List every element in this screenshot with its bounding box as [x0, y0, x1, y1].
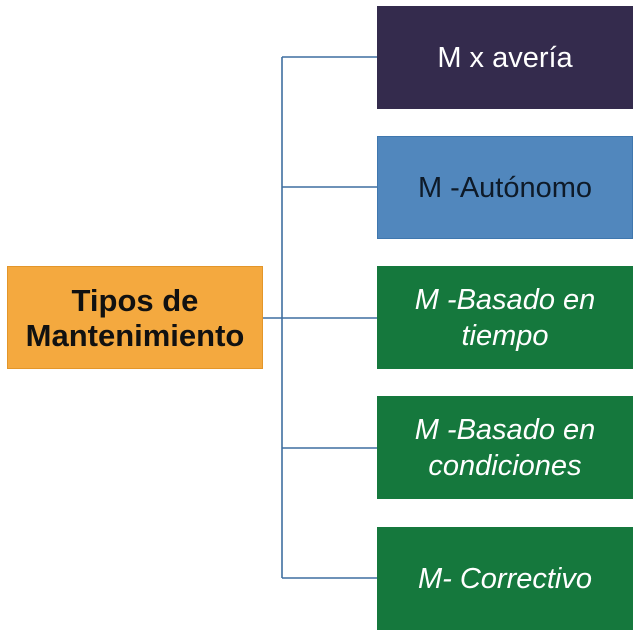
child-node-label: M -Basado en tiempo: [414, 283, 596, 352]
root-node-label: Tipos de Mantenimiento: [25, 282, 245, 353]
child-node-autonomo: M -Autónomo: [377, 136, 633, 239]
child-node-averia: M x avería: [377, 6, 633, 109]
child-node-basado-tiempo: M -Basado en tiempo: [377, 266, 633, 369]
root-node: Tipos de Mantenimiento: [7, 266, 263, 369]
child-node-label: M -Basado en condiciones: [414, 413, 596, 482]
child-node-label: M- Correctivo: [417, 562, 592, 595]
child-node-correctivo: M- Correctivo: [377, 527, 633, 630]
child-node-label: M x avería: [437, 41, 573, 74]
child-node-label: M -Autónomo: [417, 171, 593, 204]
child-node-basado-condiciones: M -Basado en condiciones: [377, 396, 633, 499]
